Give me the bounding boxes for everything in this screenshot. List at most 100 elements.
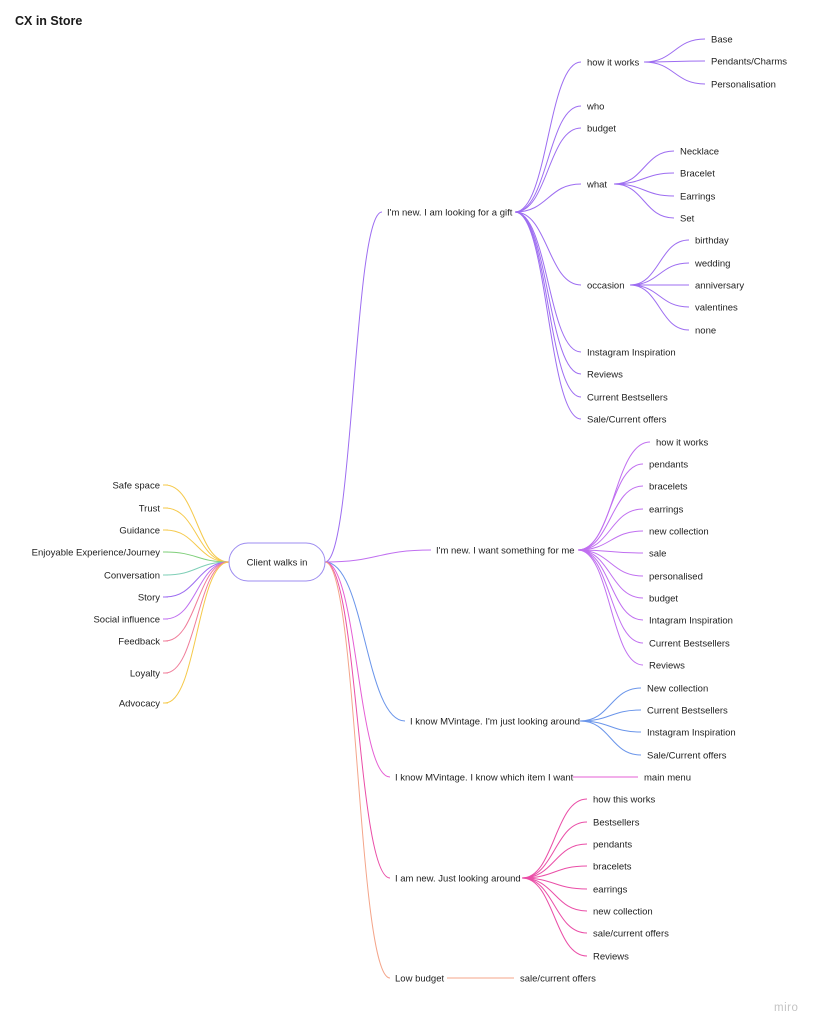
board-title: CX in Store [15, 14, 83, 28]
node-grandchild[interactable]: Base [711, 34, 733, 45]
node-child[interactable]: Sale/Current offers [647, 750, 727, 761]
node-grandchild[interactable]: Necklace [680, 146, 719, 157]
root-node-box[interactable] [228, 542, 326, 582]
node-grandchild[interactable]: none [695, 325, 716, 336]
node-branch-3[interactable]: I know MVintage. I know which item I wan… [395, 772, 574, 783]
node-child[interactable]: Instagram Inspiration [587, 347, 676, 358]
node-child[interactable]: pendants [649, 459, 688, 470]
node-grandchild[interactable]: Bracelet [680, 168, 715, 179]
node-child[interactable]: Current Bestsellers [649, 638, 730, 649]
node-child[interactable]: Current Bestsellers [587, 392, 668, 403]
node-grandchild[interactable]: Pendants/Charms [711, 56, 787, 67]
node-child[interactable]: Instagram Inspiration [647, 727, 736, 738]
connector-left-0 [164, 484, 230, 563]
node-child[interactable]: Reviews [593, 951, 629, 962]
connector-left-9 [164, 561, 230, 704]
connector-child [514, 61, 582, 213]
node-child[interactable]: new collection [593, 906, 653, 917]
connector-child [521, 865, 588, 879]
connector-left-8 [164, 561, 230, 674]
connector-left-3 [164, 551, 230, 563]
connector-grandchild [629, 284, 690, 308]
node-grandchild[interactable]: anniversary [695, 280, 744, 291]
connector-child [577, 530, 644, 551]
node-child[interactable]: bracelets [593, 861, 632, 872]
node-child[interactable]: Intagram Inspiration [649, 615, 733, 626]
connector-child [577, 549, 644, 621]
node-child[interactable]: who [586, 101, 604, 112]
connector-grandchild [613, 183, 675, 219]
node-grandchild[interactable]: Set [680, 213, 695, 224]
connector-left-2 [164, 529, 230, 563]
node-child[interactable]: Current Bestsellers [647, 705, 728, 716]
node-child[interactable]: Reviews [587, 369, 623, 380]
connector-child [521, 843, 588, 879]
node-grandchild[interactable]: birthday [695, 235, 729, 246]
node-child[interactable]: Reviews [649, 660, 685, 671]
node-child[interactable]: main menu [644, 772, 691, 783]
connector-grandchild [643, 61, 706, 85]
connector-branch-3 [324, 561, 391, 778]
connector-child [577, 441, 651, 551]
connector-left-6 [164, 561, 230, 620]
node-child[interactable]: sale/current offers [520, 973, 596, 984]
connector-child [579, 720, 642, 756]
connector-child [521, 877, 588, 934]
node-left-5[interactable]: Story [138, 592, 160, 603]
connector-child [514, 211, 582, 375]
node-child[interactable]: Bestsellers [593, 817, 640, 828]
node-left-1[interactable]: Trust [139, 503, 161, 514]
node-left-2[interactable]: Guidance [119, 525, 160, 536]
node-left-4[interactable]: Conversation [104, 570, 160, 581]
node-branch-4[interactable]: I am new. Just looking around [395, 873, 521, 884]
root-node[interactable]: Client walks in [228, 542, 326, 582]
node-child[interactable]: new collection [649, 526, 709, 537]
node-child[interactable]: occasion [587, 280, 625, 291]
node-branch-5[interactable]: Low budget [395, 973, 444, 984]
connector-child [521, 877, 588, 912]
node-grandchild[interactable]: valentines [695, 302, 738, 313]
node-grandchild[interactable]: wedding [694, 258, 730, 269]
node-branch-0[interactable]: I'm new. I am looking for a gift [387, 207, 513, 218]
node-child[interactable]: personalised [649, 571, 703, 582]
node-child[interactable]: earrings [593, 884, 628, 895]
node-left-0[interactable]: Safe space [112, 480, 160, 491]
node-child[interactable]: how this works [593, 794, 656, 805]
node-left-3[interactable]: Enjoyable Experience/Journey [32, 547, 161, 558]
connector-child [514, 127, 582, 213]
node-child[interactable]: pendants [593, 839, 632, 850]
connector-child [577, 549, 644, 554]
connector-child [514, 105, 582, 213]
root-node-label: Client walks in [247, 557, 308, 568]
connector-child [577, 508, 644, 551]
node-child[interactable]: what [586, 179, 607, 190]
node-left-8[interactable]: Loyalty [130, 668, 160, 679]
node-child[interactable]: bracelets [649, 481, 688, 492]
connector-child [577, 463, 644, 551]
connector-child [521, 821, 588, 879]
node-child[interactable]: budget [649, 593, 678, 604]
connector-branch-0 [324, 211, 383, 563]
connector-branch-1 [324, 549, 432, 563]
node-left-6[interactable]: Social influence [93, 614, 160, 625]
node-left-7[interactable]: Feedback [118, 636, 160, 647]
node-child[interactable]: earrings [649, 504, 684, 515]
connector-child [521, 798, 588, 879]
node-child[interactable]: New collection [647, 683, 708, 694]
node-branch-2[interactable]: I know MVintage. I'm just looking around [410, 716, 580, 727]
node-child[interactable]: how it works [587, 57, 640, 68]
connector-branch-2 [324, 561, 406, 722]
node-left-9[interactable]: Advocacy [119, 698, 160, 709]
node-grandchild[interactable]: Earrings [680, 191, 716, 202]
node-child[interactable]: budget [587, 123, 616, 134]
connector-child [514, 211, 582, 398]
node-child[interactable]: Sale/Current offers [587, 414, 667, 425]
node-child[interactable]: sale [649, 548, 666, 559]
node-grandchild[interactable]: Personalisation [711, 79, 776, 90]
miro-watermark: miro [774, 1002, 799, 1014]
node-branch-1[interactable]: I'm new. I want something for me [436, 545, 575, 556]
connector-child [577, 549, 644, 599]
node-child[interactable]: how it works [656, 437, 709, 448]
node-child[interactable]: sale/current offers [593, 928, 669, 939]
